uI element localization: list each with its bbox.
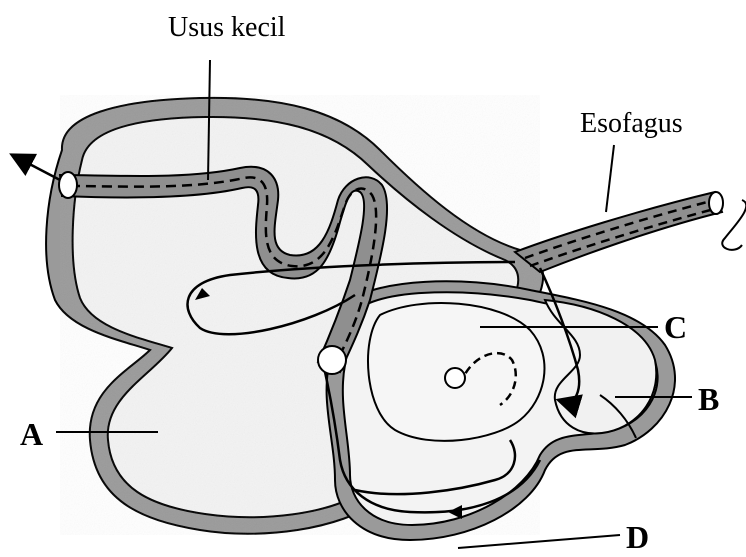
esophagus-tube	[515, 192, 746, 272]
label-a: A	[20, 416, 43, 452]
label-c: C	[664, 309, 687, 345]
leader-esofagus	[606, 145, 614, 212]
reticulum-orifice	[445, 368, 465, 388]
label-b: B	[698, 381, 719, 417]
esophagus-entry-arrow	[722, 200, 746, 250]
label-d: D	[626, 519, 649, 555]
label-esofagus: Esofagus	[580, 108, 683, 139]
esophagus-opening	[709, 192, 723, 214]
intestine-exit-arrow	[18, 158, 60, 180]
reticulum-omasum-abomasum	[327, 281, 675, 540]
leader-d	[458, 535, 620, 548]
label-usus-kecil: Usus kecil	[168, 12, 286, 43]
intestine-opening	[59, 172, 77, 198]
tube-loop-circle	[318, 346, 346, 374]
